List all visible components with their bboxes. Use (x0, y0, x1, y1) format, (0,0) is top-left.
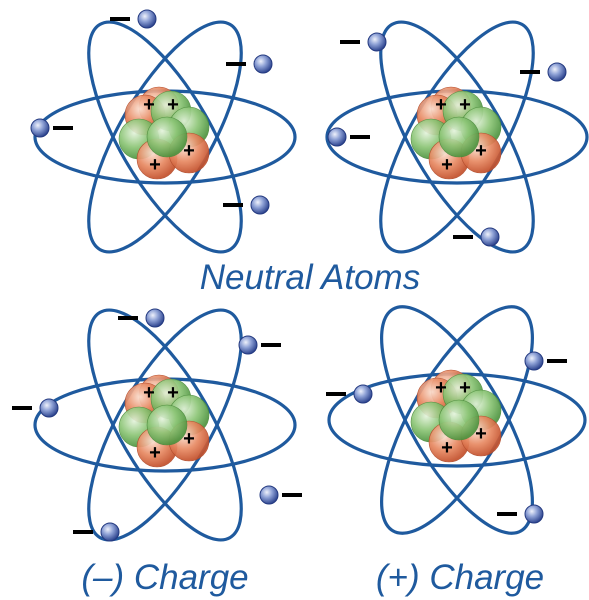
electron (524, 504, 544, 524)
proton-plus-sign: + (143, 94, 155, 116)
orbit-ring (380, 305, 534, 535)
nucleus: + + + + (410, 369, 502, 463)
electron-minus-sign (110, 17, 130, 21)
electron (524, 351, 544, 371)
electron-minus-sign (520, 70, 540, 74)
electron (39, 398, 59, 418)
orbit-ring (87, 308, 243, 542)
electron-minus-sign (226, 62, 246, 66)
proton-plus-sign: + (475, 140, 487, 162)
proton-plus-sign: + (149, 442, 161, 464)
electron-minus-sign (53, 126, 73, 130)
electron (367, 32, 387, 52)
proton-plus-sign: + (183, 428, 195, 450)
orbit-ring (87, 20, 243, 254)
proton-plus-sign: + (167, 382, 179, 404)
neutron (438, 116, 480, 158)
electron-minus-sign (350, 135, 370, 139)
proton-plus-sign: + (149, 154, 161, 176)
neutron (438, 399, 480, 441)
electron (327, 127, 347, 147)
proton-plus-sign: + (143, 382, 155, 404)
nucleus: + + + + (118, 86, 210, 180)
electron (480, 227, 500, 247)
neutron (146, 116, 188, 158)
electron (100, 522, 120, 542)
electron (145, 308, 165, 328)
nucleus: + + + + (410, 86, 502, 180)
proton-plus-sign: + (459, 94, 471, 116)
positive-ion: + + + + (326, 305, 587, 535)
proton-plus-sign: + (435, 377, 447, 399)
positive-charge-caption: (+) Charge (375, 558, 545, 597)
proton-plus-sign: + (167, 94, 179, 116)
negative-ion: + + + + (12, 308, 302, 542)
neutron (146, 404, 188, 446)
electron (30, 118, 50, 138)
electron-minus-sign (12, 406, 32, 410)
proton-plus-sign: + (459, 377, 471, 399)
neutral-atom-left: + + + + (30, 9, 297, 254)
electron-minus-sign (73, 530, 93, 534)
electron (547, 62, 567, 82)
proton-plus-sign: + (441, 154, 453, 176)
proton-plus-sign: + (435, 94, 447, 116)
electron-minus-sign (223, 203, 243, 207)
electron-minus-sign (453, 235, 473, 239)
proton-plus-sign: + (441, 437, 453, 459)
electron (238, 335, 258, 355)
electron-minus-sign (282, 493, 302, 497)
electron-minus-sign (547, 359, 567, 363)
neutral-atoms-caption: Neutral Atoms (199, 258, 421, 297)
electron (137, 9, 157, 29)
electron-minus-sign (340, 40, 360, 44)
electron-minus-sign (261, 343, 281, 347)
electron-minus-sign (497, 512, 517, 516)
electron-minus-sign (326, 392, 346, 396)
proton-plus-sign: + (183, 140, 195, 162)
electron-minus-sign (118, 316, 138, 320)
electron (353, 384, 373, 404)
negative-charge-caption: (–) Charge (81, 558, 249, 597)
electron (250, 195, 270, 215)
electron (259, 485, 279, 505)
electron (253, 54, 273, 74)
nucleus: + + + + (118, 374, 210, 468)
proton-plus-sign: + (475, 423, 487, 445)
neutral-atom-right: + + + + (325, 20, 589, 254)
orbit-ring (379, 20, 535, 254)
